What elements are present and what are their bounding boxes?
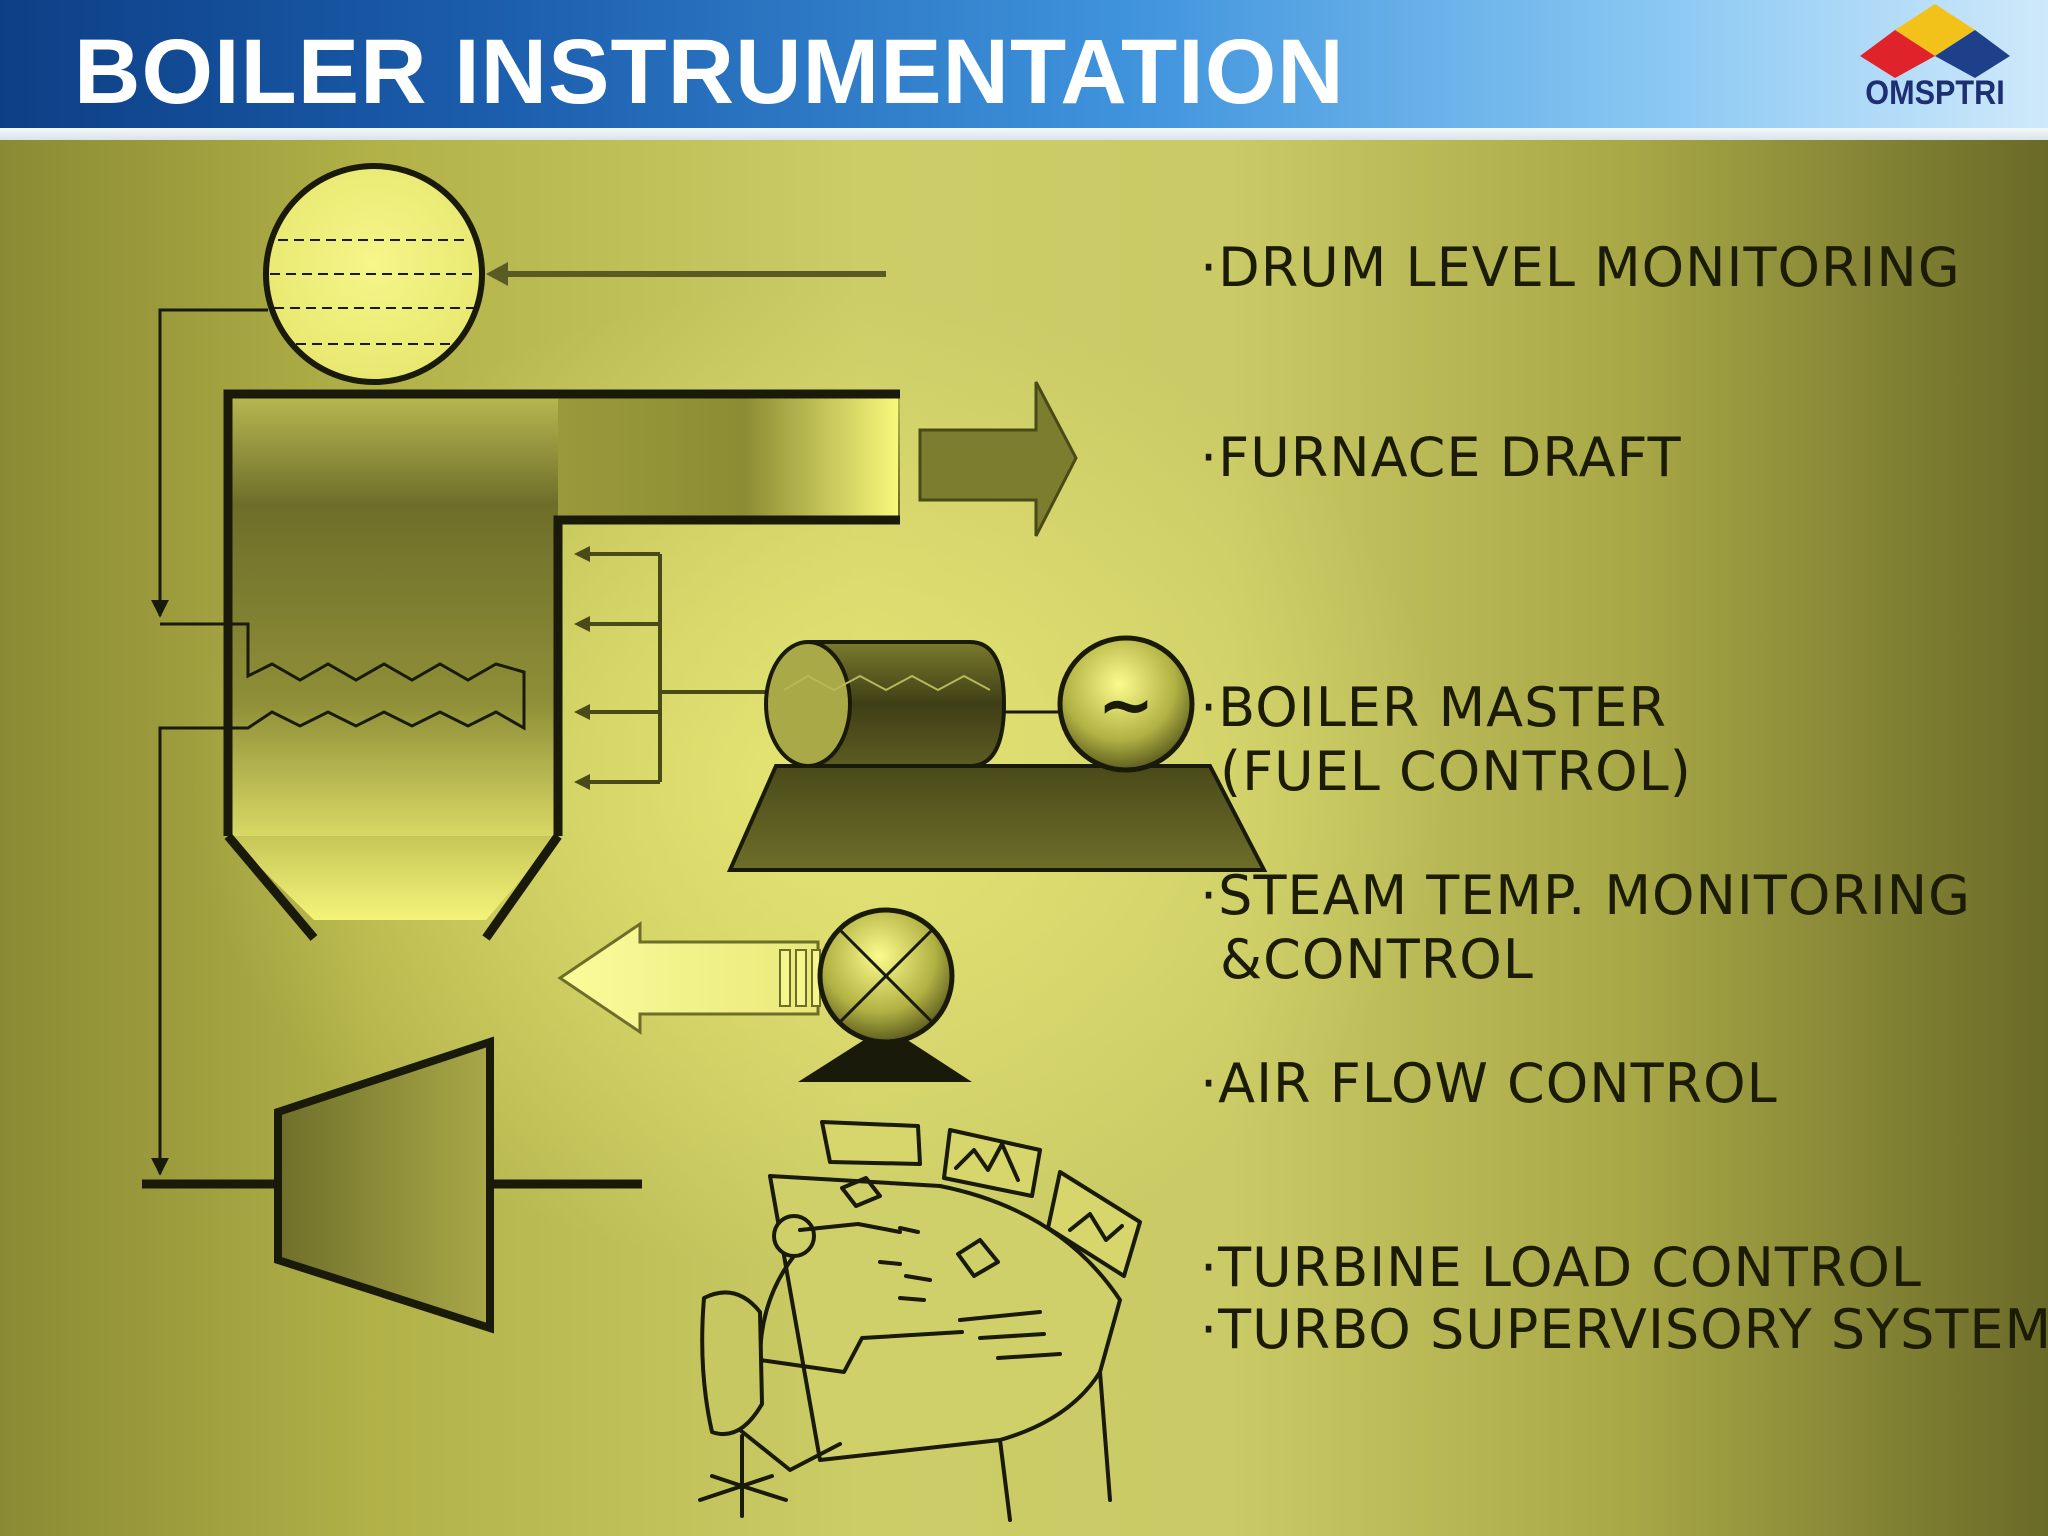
superheater-piping: [151, 308, 526, 1176]
bullet: ·: [1200, 676, 1219, 739]
boiler-schematic: ~: [142, 163, 1268, 1522]
logo-text: OMSPTRI: [1865, 74, 2005, 112]
list-item: ·STEAM TEMP. MONITORING: [1200, 864, 1971, 927]
bullet: ·: [1200, 1298, 1219, 1361]
slide-title: BOILER INSTRUMENTATION: [74, 21, 1345, 123]
list-item: ·TURBINE LOAD CONTROL: [1200, 1236, 1922, 1299]
list-item: ·BOILER MASTER: [1200, 676, 1667, 739]
furnace: [223, 389, 900, 941]
list-item: ·AIR FLOW CONTROL: [1200, 1052, 1778, 1115]
bullet: ·: [1200, 864, 1219, 927]
list-item-text: FURNACE DRAFT: [1218, 426, 1682, 489]
feedwater-arrow: [486, 262, 886, 286]
bullet: ·: [1200, 1052, 1219, 1115]
list-item: ·TURBO SUPERVISORY SYSTEM: [1200, 1298, 2048, 1361]
list-item-text: AIR FLOW CONTROL: [1218, 1052, 1778, 1115]
list-item-text: &CONTROL: [1220, 928, 1534, 991]
logo-diamonds-icon: [1860, 4, 2010, 78]
generator-icon: ~: [1057, 635, 1195, 773]
bullet: ·: [1200, 1236, 1219, 1299]
bullet: ·: [1200, 426, 1219, 489]
fuel-feed-arrows: [574, 546, 768, 790]
diagram-area: ~: [0, 140, 2048, 1536]
list-item-text: (FUEL CONTROL): [1220, 740, 1692, 803]
omsptri-logo: OMSPTRI: [1850, 4, 2020, 122]
steam-drum: [263, 163, 485, 385]
fan-icon: [798, 907, 972, 1082]
generator-symbol: ~: [1098, 666, 1155, 745]
list-item-continuation: (FUEL CONTROL): [1200, 740, 1692, 803]
flue-gas-arrow: [918, 381, 1078, 537]
fuel-mill: [726, 640, 1268, 872]
header-divider: [0, 128, 2048, 140]
list-item: ·FURNACE DRAFT: [1200, 426, 1682, 489]
steam-turbine: [142, 1036, 642, 1334]
title-bar: BOILER INSTRUMENTATION OMSPTRI: [0, 0, 2048, 140]
list-item-text: STEAM TEMP. MONITORING: [1218, 864, 1972, 927]
control-room-operator-icon: [698, 1120, 1142, 1522]
list-item-text: TURBINE LOAD CONTROL: [1218, 1236, 1922, 1299]
list-item-text: TURBO SUPERVISORY SYSTEM: [1218, 1298, 2048, 1361]
air-flow-arrow: [557, 921, 821, 1035]
list-item-text: DRUM LEVEL MONITORING: [1218, 236, 1961, 299]
bullet: ·: [1200, 236, 1219, 299]
list-item: ·DRUM LEVEL MONITORING: [1200, 236, 1961, 299]
list-item-text: BOILER MASTER: [1218, 676, 1668, 739]
list-item-continuation: &CONTROL: [1200, 928, 1534, 991]
